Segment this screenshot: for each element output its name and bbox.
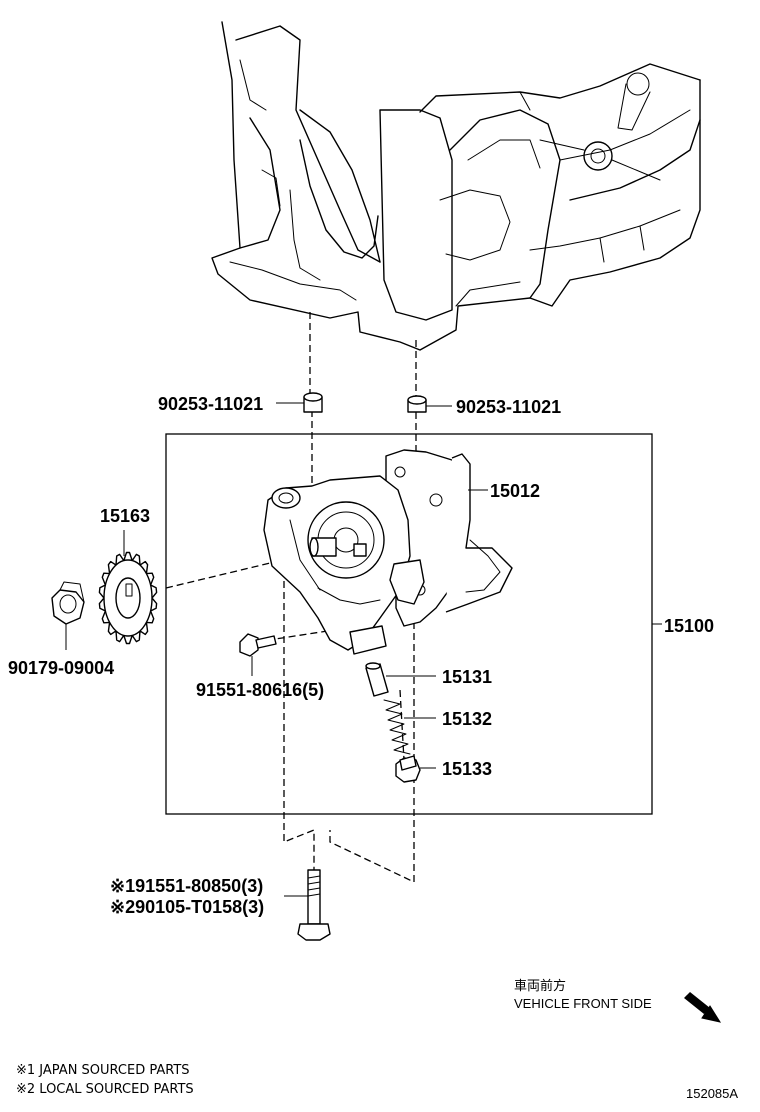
note-japan-sourced: ※1 JAPAN SOURCED PARTS [16, 1063, 190, 1078]
plug-left [276, 392, 323, 413]
label-bolt-long-1: ※191551-80850(3) [110, 876, 263, 896]
diagram-code: 152085A [686, 1086, 738, 1101]
nut [51, 581, 85, 650]
oil-pump-body [263, 449, 513, 655]
label-plug-right: 90253-11021 [456, 397, 561, 417]
label-cover: 15012 [490, 481, 540, 501]
direction-jp: 車両前方 [514, 978, 566, 994]
label-plug-left: 90253-11021 [158, 394, 263, 414]
bolt-long [284, 869, 331, 941]
label-spring: 15132 [442, 709, 492, 729]
sprocket [98, 530, 158, 645]
label-bolt-small: 91551-80616(5) [196, 680, 324, 700]
pump-assembly-frame [165, 433, 662, 815]
label-relief-valve: 15131 [442, 667, 492, 687]
engine-block [211, 21, 701, 351]
label-pump-assembly: 15100 [664, 616, 714, 636]
plug-right [407, 395, 452, 413]
label-sprocket: 15163 [100, 506, 150, 526]
label-plug-bolt: 15133 [442, 759, 492, 779]
relief-valve [365, 662, 436, 697]
note-local-sourced: ※2 LOCAL SOURCED PARTS [16, 1082, 194, 1097]
label-bolt-long-2: ※290105-T0158(3) [110, 897, 264, 917]
spring [383, 699, 436, 755]
plug-bolt [395, 755, 436, 783]
direction-en: VEHICLE FRONT SIDE [514, 996, 652, 1011]
vehicle-front-arrow [684, 992, 722, 1023]
bolt-small [239, 633, 277, 676]
label-nut: 90179-09004 [8, 658, 114, 678]
